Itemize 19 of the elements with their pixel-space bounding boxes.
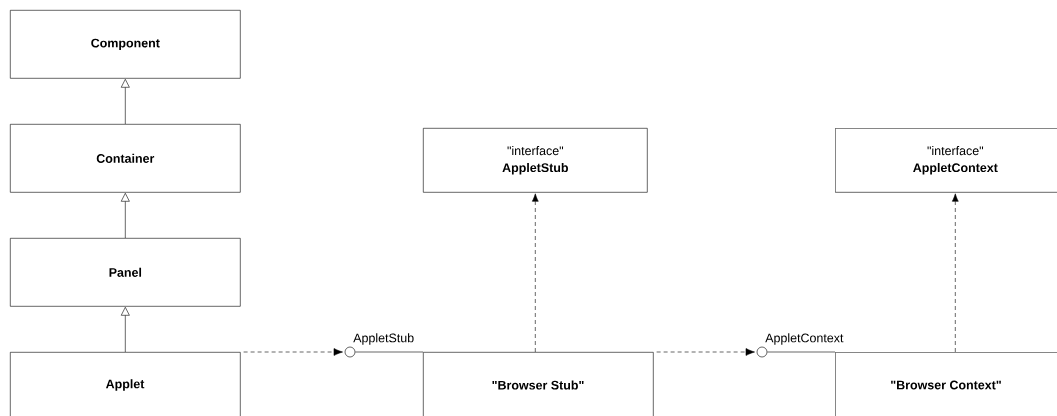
dependency-arrow	[532, 193, 539, 353]
inheritance-arrow	[120, 79, 130, 125]
interface-label: AppletStub	[353, 333, 414, 345]
inheritance-arrow	[120, 306, 130, 353]
interface-label: AppletContext	[765, 333, 844, 345]
class-box: Component	[10, 10, 241, 79]
dependency-arrow	[952, 193, 959, 353]
connector-line	[355, 351, 424, 353]
dependency-arrow	[243, 348, 343, 356]
interface-box: "interface" AppletStub	[423, 128, 648, 193]
class-box: Applet	[10, 352, 241, 416]
connector-line	[767, 351, 836, 353]
class-box: "Browser Stub"	[423, 352, 654, 416]
inheritance-arrow	[120, 193, 130, 239]
class-box: Panel	[10, 238, 241, 307]
dependency-arrow	[656, 348, 755, 356]
class-box: Container	[10, 124, 241, 193]
class-box: "Browser Context"	[835, 352, 1057, 416]
interface-box: "interface" AppletContext	[835, 128, 1057, 193]
